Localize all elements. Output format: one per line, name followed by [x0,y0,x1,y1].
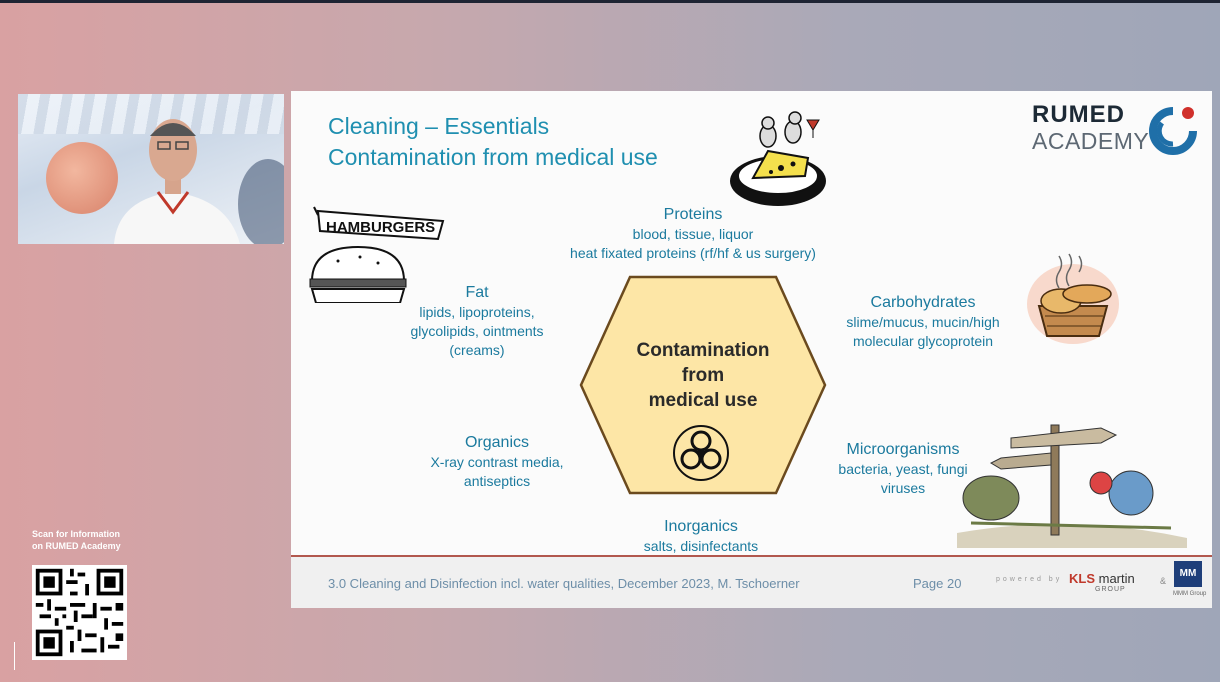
qr-label: Scan for Information on RUMED Academy [32,528,121,552]
proteins-heading: Proteins [663,206,723,223]
category-proteins: Proteins blood, tissue, liquor heat fixa… [556,204,830,263]
mmm-group-text: MMM Group [1173,591,1207,597]
qr-code[interactable] [32,565,127,660]
proteins-line-2: heat fixated proteins (rf/hf & us surger… [570,245,816,261]
slide-footer [291,557,1212,608]
fat-line-3: (creams) [449,342,505,358]
inorganics-line-1: salts, disinfectants [643,538,759,554]
footer-text: 3.0 Cleaning and Disinfection incl. wate… [328,576,800,591]
footer-divider [291,555,1212,557]
center-hexagon [579,275,827,495]
qr-label-line-2: on RUMED Academy [32,541,121,551]
microorganisms-line-1: bacteria, yeast, fungi [838,461,968,477]
center-text-line-2: from [681,365,725,386]
title-line-1: Cleaning – Essentials [328,113,550,139]
logo-academy-text: ACADEMY [1032,128,1150,154]
fat-line-1: lipids, lipoproteins, [419,304,535,320]
microorganisms-illustration [957,424,1187,548]
organics-line-2: antiseptics [463,473,531,489]
logo-rumed-text: RUMED [1032,101,1125,128]
qr-label-line-1: Scan for Information [32,529,121,539]
logo-mark-icon [1149,107,1197,155]
kls-martin-logo: KLS martin [1069,571,1135,586]
category-organics: Organics X-ray contrast media, antisepti… [417,432,577,491]
webcam-lamp [46,142,118,214]
presenter-figure [114,119,284,244]
fat-line-2: glycolipids, ointments [410,323,544,339]
webcam-ceiling [18,94,284,134]
top-bar [0,0,1220,3]
center-text: Contamination from medical use [578,338,828,413]
organics-heading: Organics [464,434,530,451]
microorganisms-heading: Microorganisms [846,441,960,458]
category-fat: Fat lipids, lipoproteins, glycolipids, o… [397,282,557,360]
center-text-line-3: medical use [648,390,758,411]
bread-basket-illustration [1027,253,1119,344]
slide-title: Cleaning – Essentials Contamination from… [328,111,658,173]
page-number: Page 20 [913,576,962,591]
title-line-2: Contamination from medical use [328,144,658,170]
carbohydrates-line-1: slime/mucus, mucin/high [846,314,1000,330]
organics-line-1: X-ray contrast media, [430,454,564,470]
center-text-line-1: Contamination [636,340,770,361]
mouse-cheese-illustration [730,111,826,206]
inorganics-heading: Inorganics [664,518,738,535]
category-carbohydrates: Carbohydrates slime/mucus, mucin/high mo… [828,292,1018,351]
microorganisms-line-2: viruses [880,480,926,496]
carbohydrates-heading: Carbohydrates [870,294,976,311]
biohazard-icon [673,425,729,481]
presentation-slide: Cleaning – Essentials Contamination from… [291,91,1212,608]
hamburger-sign-text: HAMBURGERS [326,219,435,236]
rumed-academy-logo: RUMED ACADEMY [1031,101,1201,161]
ampersand: & [1160,576,1167,586]
category-microorganisms: Microorganisms bacteria, yeast, fungi vi… [818,439,988,498]
fat-heading: Fat [465,284,489,301]
proteins-line-1: blood, tissue, liquor [632,226,754,242]
martin-text: martin [1098,571,1135,586]
mmm-logo: MM [1174,561,1202,587]
text-cursor [14,642,15,670]
carbohydrates-line-2: molecular glycoprotein [852,333,994,349]
kls-text: KLS [1069,571,1095,586]
presenter-webcam [18,94,284,244]
kls-group-text: GROUP [1095,586,1126,593]
category-inorganics: Inorganics salts, disinfectants [611,516,791,556]
powered-by-text: powered by [996,576,1063,583]
hamburger-illustration: HAMBURGERS [309,206,445,303]
